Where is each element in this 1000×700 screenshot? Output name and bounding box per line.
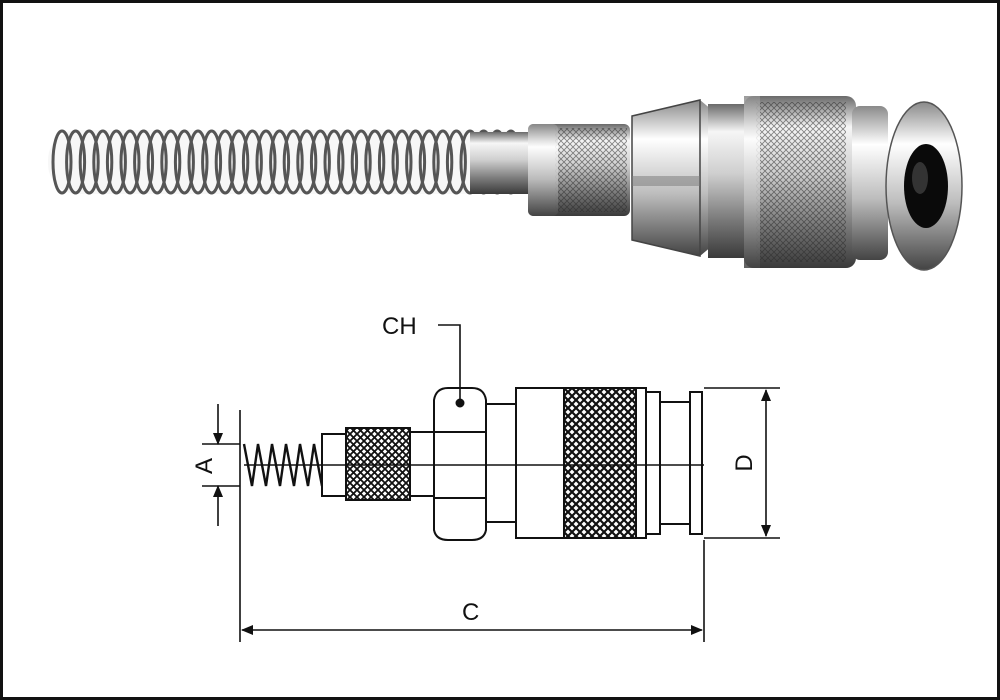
- spring-coil-loop: [78, 129, 100, 195]
- spring-coil-loop: [364, 129, 386, 195]
- coupler-face-photo: [885, 101, 963, 271]
- spring-coil-loop: [405, 129, 427, 195]
- knurled-sleeve-drawing: [563, 387, 637, 539]
- spring-coil-loop: [51, 129, 73, 195]
- spring-coil-loop: [377, 129, 399, 195]
- fitting-end-drawing: [409, 431, 435, 497]
- body-neck-drawing: [485, 403, 517, 523]
- ch-label: CH: [382, 313, 417, 340]
- spring-coil-loop: [160, 129, 182, 195]
- spring-coil-loop: [418, 129, 440, 195]
- front-ring-photo: [852, 106, 888, 260]
- ring-2-drawing: [645, 391, 661, 535]
- fitting-sleeve-photo: [528, 124, 630, 216]
- knurled-sleeve-photo: [744, 96, 856, 268]
- spring-coil-loop: [228, 129, 250, 195]
- spring-coil-loop: [391, 129, 413, 195]
- spring-coil-loop: [146, 129, 168, 195]
- spring-coil-loop: [173, 129, 195, 195]
- d-label: D: [731, 454, 758, 471]
- body-collar-drawing: [515, 387, 565, 539]
- c-label: C: [462, 599, 479, 626]
- ch-leader: [438, 324, 461, 400]
- spring-coil-loop: [282, 129, 304, 195]
- nose-drawing: [659, 401, 691, 525]
- fitting-knurl-drawing: [345, 427, 411, 501]
- spring-coil-loop: [323, 129, 345, 195]
- spring-coil-loop: [92, 129, 114, 195]
- spring-coil-loop: [119, 129, 141, 195]
- tail-tube: [470, 132, 532, 194]
- spring-coil-loop: [445, 129, 467, 195]
- spring-coil-loop: [350, 129, 372, 195]
- spring-coil-loop: [255, 129, 277, 195]
- spring-coil-loop: [296, 129, 318, 195]
- spring-coil-loop: [269, 129, 291, 195]
- spring-coil-loop: [432, 129, 454, 195]
- hex-nut-photo: [631, 99, 712, 257]
- spring-coil-loop: [133, 129, 155, 195]
- body-collar-photo: [708, 104, 750, 258]
- hex-nut-drawing: [433, 387, 487, 541]
- spring-coil-loop: [187, 129, 209, 195]
- spring-coil-loop: [105, 129, 127, 195]
- spring-coil-photo: [48, 129, 528, 195]
- spring-coil-loop: [337, 129, 359, 195]
- ring-1-drawing: [635, 387, 647, 539]
- spring-coil-loop: [241, 129, 263, 195]
- face-drawing: [689, 391, 703, 535]
- coupler-drawing: [242, 387, 704, 541]
- coupler-photo: [48, 96, 963, 271]
- dimensions: [202, 324, 780, 642]
- spring-coil-loop: [65, 129, 87, 195]
- spring-coil-loop: [309, 129, 331, 195]
- spring-coil-loop: [214, 129, 236, 195]
- a-label: A: [191, 458, 218, 474]
- spring-coil-loop: [201, 129, 223, 195]
